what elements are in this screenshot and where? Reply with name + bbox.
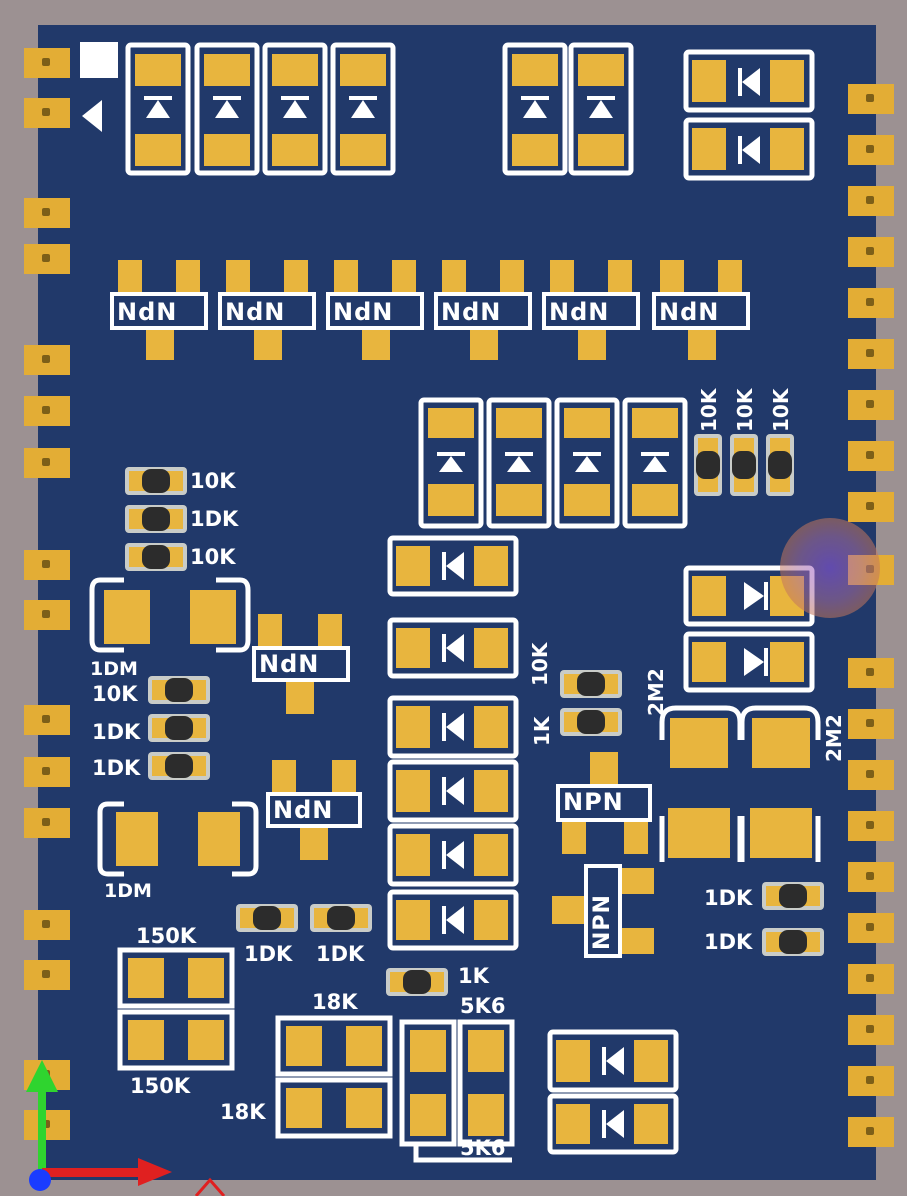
pin[interactable] <box>24 98 70 128</box>
resistor-label: 5K6 <box>460 994 506 1018</box>
resistor[interactable] <box>125 543 187 571</box>
pin[interactable] <box>24 600 70 630</box>
resistor-label: 1DK <box>244 942 293 966</box>
resistor[interactable] <box>236 904 298 932</box>
resistor-label: 1DK <box>704 886 753 910</box>
pin1-square-marker <box>80 42 118 78</box>
pin[interactable] <box>848 913 894 943</box>
npn-label: NdN <box>333 298 394 326</box>
pin[interactable] <box>848 339 894 369</box>
pin[interactable] <box>24 448 70 478</box>
npn-label: NdN <box>659 298 720 326</box>
resistor[interactable] <box>125 505 187 533</box>
pin[interactable] <box>848 288 894 318</box>
resistor-label: 10K <box>190 469 236 493</box>
resistor[interactable] <box>762 928 824 956</box>
resistor-label: 10K <box>190 545 236 569</box>
resistor-label: 18K <box>312 990 358 1014</box>
resistor[interactable] <box>762 882 824 910</box>
pin[interactable] <box>24 757 70 787</box>
resistor[interactable] <box>148 714 210 742</box>
pin[interactable] <box>848 709 894 739</box>
resistor-label: 10K <box>92 682 138 706</box>
pin[interactable] <box>24 910 70 940</box>
pin1-triangle-marker <box>82 100 102 132</box>
x-axis-arrow-icon <box>42 1158 172 1186</box>
pin[interactable] <box>24 705 70 735</box>
npn-label: NdN <box>225 298 286 326</box>
resistor-label: 5K6 <box>460 1136 506 1160</box>
resistor[interactable] <box>560 670 622 698</box>
pin[interactable] <box>848 186 894 216</box>
pin[interactable] <box>848 441 894 471</box>
npn-label: NdN <box>441 298 502 326</box>
resistor-label: 1DM <box>104 880 152 902</box>
pin[interactable] <box>24 244 70 274</box>
resistor-label: 1DK <box>704 930 753 954</box>
pin[interactable] <box>848 964 894 994</box>
origin-icon <box>29 1169 51 1191</box>
resistor-label: 1DK <box>92 720 141 744</box>
pin[interactable] <box>848 760 894 790</box>
resistor[interactable] <box>694 434 722 496</box>
resistor[interactable] <box>148 676 210 704</box>
resistor[interactable] <box>730 434 758 496</box>
pin[interactable] <box>848 84 894 114</box>
resistor[interactable] <box>310 904 372 932</box>
pin[interactable] <box>848 492 894 522</box>
resistor[interactable] <box>125 467 187 495</box>
resistor-label: 1DK <box>92 756 141 780</box>
pin[interactable] <box>24 48 70 78</box>
pin[interactable] <box>848 658 894 688</box>
resistor-label: 150K <box>130 1074 191 1098</box>
resistor[interactable] <box>386 968 448 996</box>
pin[interactable] <box>848 1117 894 1147</box>
pin[interactable] <box>848 1066 894 1096</box>
pin[interactable] <box>848 390 894 420</box>
pin[interactable] <box>24 345 70 375</box>
pin[interactable] <box>848 237 894 267</box>
npn-label: NdN <box>259 650 320 678</box>
resistor-label: 150K <box>136 924 197 948</box>
pin[interactable] <box>24 550 70 580</box>
pcb-board <box>38 25 876 1180</box>
resistor[interactable] <box>766 434 794 496</box>
npn-label: NdN <box>549 298 610 326</box>
npn-label: NdN <box>273 796 334 824</box>
pin[interactable] <box>24 960 70 990</box>
resistor-label: 1DK <box>190 507 239 531</box>
pin[interactable] <box>24 198 70 228</box>
resistor-label: 18K <box>220 1100 266 1124</box>
pin[interactable] <box>24 396 70 426</box>
selection-highlight[interactable] <box>780 518 880 618</box>
resistor[interactable] <box>560 708 622 736</box>
y-axis-arrow-icon <box>26 1060 58 1180</box>
npn-label: NPN <box>563 788 624 816</box>
npn-label: NdN <box>117 298 178 326</box>
pin[interactable] <box>848 811 894 841</box>
pin[interactable] <box>848 1015 894 1045</box>
pin[interactable] <box>848 135 894 165</box>
resistor[interactable] <box>148 752 210 780</box>
resistor-label: 1K <box>458 964 489 988</box>
resistor-label: 1DM <box>90 658 138 680</box>
pin[interactable] <box>24 808 70 838</box>
resistor-label: 1DK <box>316 942 365 966</box>
pin[interactable] <box>848 862 894 892</box>
